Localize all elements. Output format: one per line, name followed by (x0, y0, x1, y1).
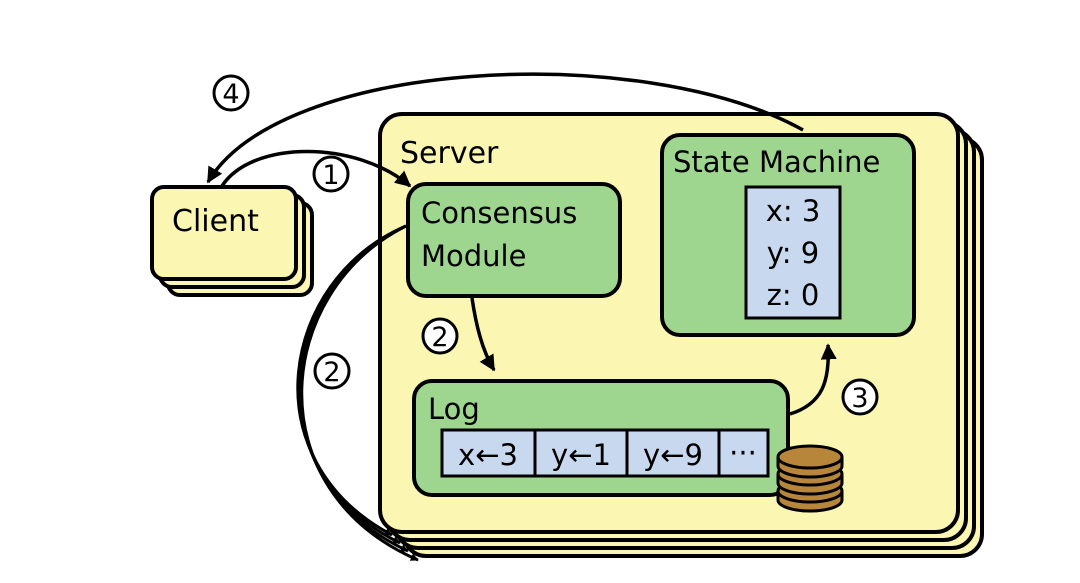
log-entry-text: x←3 (458, 438, 518, 472)
step-4-number: 4 (222, 79, 239, 110)
state-value-x: x: 3 (766, 194, 821, 228)
step-3-badge: 3 (841, 378, 879, 416)
step-1-badge: 1 (312, 155, 350, 193)
log-entry-cell (717, 428, 770, 478)
disk-stack-icon (776, 444, 844, 513)
arrow-to-peer (300, 224, 419, 562)
state-value-z: z: 0 (767, 278, 820, 312)
state-machine-title: State Machine (673, 145, 880, 179)
arrow-log-to-statemachine (789, 343, 837, 416)
step-2-external-badge: 2 (313, 352, 351, 390)
state-value-y: y: 9 (767, 236, 820, 270)
log-entries: x←3 y←1 y←9 ··· (440, 428, 770, 478)
state-values-box (744, 185, 842, 320)
consensus-module-box (406, 182, 622, 298)
step-1-number: 1 (322, 160, 339, 191)
step-2-internal-badge: 2 (421, 317, 459, 355)
log-entry-text: ··· (729, 436, 757, 470)
arrows-consensus-to-peers (296, 224, 419, 562)
log-entry-cell (625, 428, 721, 478)
arrow-consensus-to-log (470, 297, 496, 372)
step-4-badge: 4 (212, 74, 250, 112)
client-stack (150, 185, 314, 297)
step-3-number: 3 (851, 383, 868, 414)
client-box (150, 185, 298, 281)
arrow-client-to-consensus (220, 149, 412, 188)
arrow-statemachine-to-client (206, 72, 804, 184)
step-2-external-number: 2 (323, 357, 340, 388)
log-entry-text: y←1 (551, 438, 611, 472)
log-entry-text: y←9 (643, 438, 703, 472)
log-title: Log (428, 392, 480, 426)
step-2-internal-number: 2 (431, 322, 448, 353)
consensus-module-line2: Module (421, 239, 526, 273)
server-label: Server (400, 136, 499, 171)
consensus-module-line1: Consensus (421, 196, 577, 230)
client-label: Client (172, 204, 259, 239)
